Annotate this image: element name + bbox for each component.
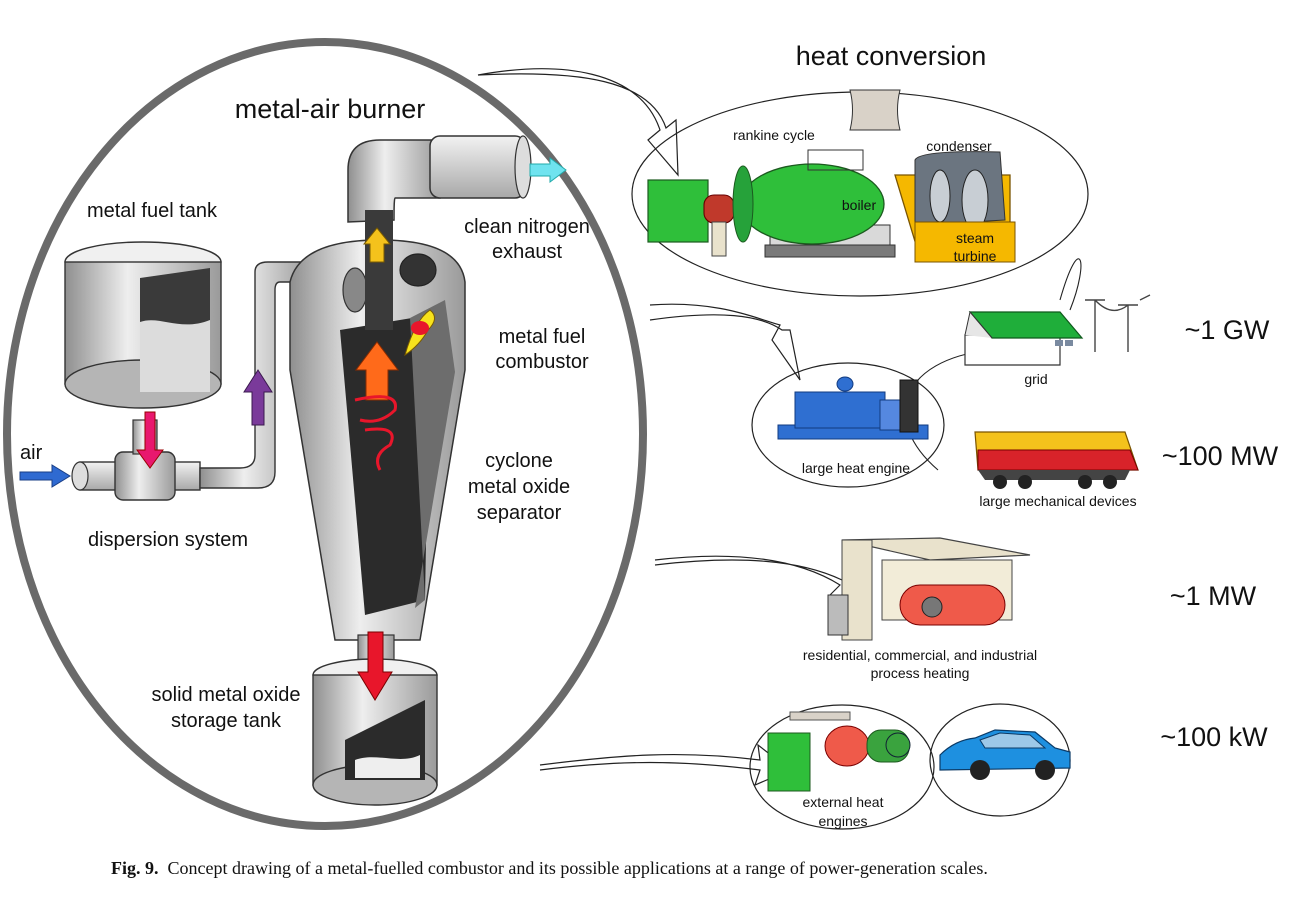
- label-boiler: boiler: [842, 197, 877, 213]
- heat-engine-oval: [751, 362, 945, 488]
- figure-caption: Fig. 9. Concept drawing of a metal-fuell…: [111, 858, 988, 879]
- car-icon: [939, 729, 1071, 780]
- label-process-line-1: residential, commercial, and industrial: [803, 647, 1037, 663]
- label-exhaust-line-1: clean nitrogen: [464, 216, 590, 238]
- burner-title: metal-air burner: [235, 94, 426, 124]
- scale-100kw: ~100 kW: [1160, 722, 1268, 752]
- label-dispersion-system: dispersion system: [88, 529, 248, 551]
- label-separator-line-3: separator: [477, 502, 562, 524]
- label-separator-line-1: cyclone: [485, 450, 553, 472]
- label-combustor-line-1: metal fuel: [499, 326, 586, 348]
- external-heat-engines: [767, 711, 911, 792]
- rankine-plant: [647, 89, 1016, 263]
- arrow-to-rankine: [477, 68, 679, 177]
- label-exhaust-line-2: exhaust: [492, 241, 562, 263]
- external-engines-oval: [749, 704, 935, 830]
- arrow-to-heat-engine: [649, 303, 801, 381]
- label-steam-line-1: steam: [956, 230, 994, 246]
- process-heater: [827, 537, 1031, 641]
- label-process-line-2: process heating: [871, 665, 970, 681]
- label-storage-line-2: storage tank: [171, 710, 282, 732]
- fuel-feed-arrow: [136, 411, 164, 469]
- metal-fuel-tank: [64, 241, 222, 409]
- burner-oval: [3, 38, 647, 830]
- label-steam-line-2: turbine: [954, 248, 997, 264]
- label-large-mechanical-devices: large mechanical devices: [979, 493, 1136, 509]
- label-metal-fuel-tank: metal fuel tank: [87, 200, 218, 222]
- label-grid: grid: [1024, 371, 1047, 387]
- large-heat-engine: [777, 376, 929, 440]
- air-inlet-arrow: [19, 464, 71, 488]
- flow-arrows: [19, 157, 567, 701]
- label-external-line-2: engines: [818, 813, 867, 829]
- locomotive: [974, 431, 1139, 489]
- label-combustor-line-2: combustor: [495, 351, 589, 373]
- oxide-outlet-arrow: [357, 631, 393, 701]
- scale-100mw: ~100 MW: [1162, 441, 1279, 471]
- flame-arrow: [355, 341, 399, 401]
- caption-label: Fig. 9.: [111, 858, 159, 878]
- arrow-to-process: [654, 555, 872, 601]
- label-air: air: [20, 442, 43, 464]
- grid-house: [964, 294, 1151, 366]
- exhaust-outlet-arrow: [529, 157, 567, 183]
- label-large-heat-engine: large heat engine: [802, 460, 910, 476]
- scale-1mw: ~1 MW: [1170, 581, 1257, 611]
- caption-text: Concept drawing of a metal-fuelled combu…: [167, 858, 988, 878]
- label-separator-line-2: metal oxide: [468, 476, 570, 498]
- label-rankine-cycle: rankine cycle: [733, 127, 815, 143]
- diagram-title: heat conversion: [796, 41, 987, 71]
- label-external-line-1: external heat: [803, 794, 884, 810]
- label-storage-line-1: solid metal oxide: [152, 684, 301, 706]
- scale-1gw: ~1 GW: [1185, 315, 1270, 345]
- label-condenser: condenser: [926, 138, 992, 154]
- pipe-flow-arrow: [243, 369, 273, 426]
- upflow-arrow: [362, 227, 392, 263]
- swirl: [354, 395, 397, 471]
